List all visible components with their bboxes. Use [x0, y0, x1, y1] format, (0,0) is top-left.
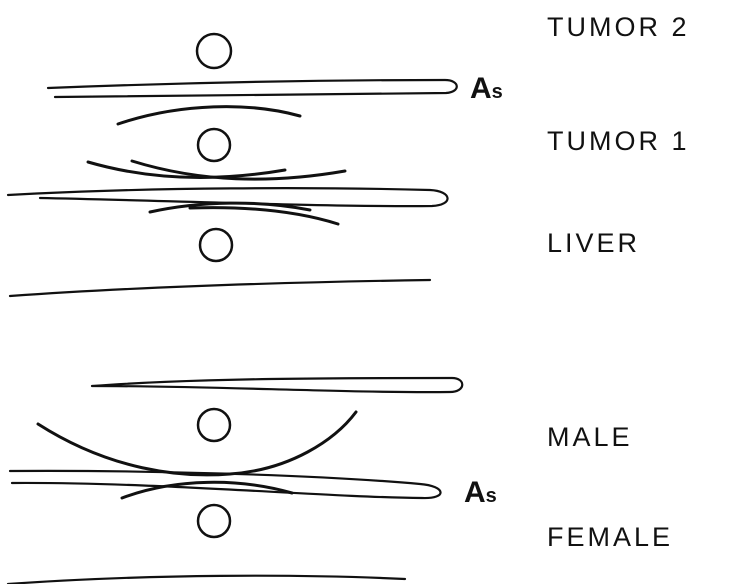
lamella-lower-top [92, 378, 462, 392]
as-marker-top: As [470, 74, 503, 104]
as-marker-bottom-sub: s [486, 485, 497, 507]
as-marker-top-sub: s [492, 81, 503, 103]
as-marker-bottom: As [464, 478, 497, 508]
label-male: MALE [547, 424, 633, 451]
label-tumor1: TUMOR 1 [547, 128, 690, 155]
arc-left-tumor1 [88, 162, 285, 178]
baseline-upper-group [10, 280, 430, 296]
label-female: FEMALE [547, 524, 673, 551]
arc-upper-tumor1 [118, 107, 300, 124]
liver-sample-circle [200, 229, 232, 261]
female-sample-circle [198, 505, 230, 537]
label-tumor2: TUMOR 2 [547, 14, 690, 41]
baseline-lower-group [8, 576, 405, 584]
label-liver: LIVER [547, 230, 640, 257]
as-marker-top-main: A [470, 72, 492, 105]
tumor1-sample-circle [198, 129, 230, 161]
arc-lower-b [190, 208, 338, 224]
as-lamella-top [48, 80, 457, 97]
male-sample-circle [198, 409, 230, 441]
tumor2-sample-circle [197, 34, 231, 68]
as-marker-bottom-main: A [464, 476, 486, 509]
arc-male [38, 412, 356, 475]
